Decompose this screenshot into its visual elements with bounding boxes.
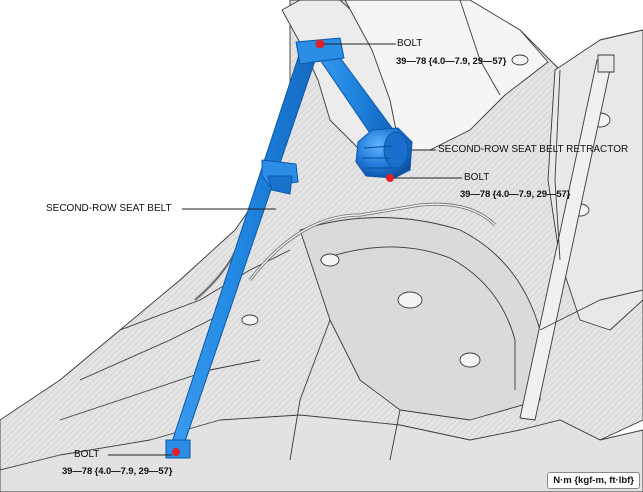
second-row-seat-belt [165, 37, 413, 459]
top-bolt-marker [315, 39, 325, 49]
bolt-label-mid: BOLT [464, 172, 490, 183]
torque-label-top: 39—78 {4.0—7.9, 29—57} [396, 56, 507, 67]
torque-label-bottom: 39—78 {4.0—7.9, 29—57} [62, 466, 173, 477]
bolt-label-bottom: BOLT [74, 449, 100, 460]
unit-legend: N·m {kgf-m, ft·lbf} [547, 472, 640, 489]
torque-label-mid: 39—78 {4.0—7.9, 29—57} [460, 189, 571, 200]
bolt-label-top: BOLT [397, 38, 423, 49]
leader-lines [108, 43, 462, 456]
seat-belt-label: SECOND-ROW SEAT BELT [46, 203, 172, 214]
retractor-bolt-marker [386, 174, 394, 182]
retractor-label: SECOND-ROW SEAT BELT RETRACTOR [438, 144, 629, 155]
bottom-bolt-marker [172, 448, 180, 456]
